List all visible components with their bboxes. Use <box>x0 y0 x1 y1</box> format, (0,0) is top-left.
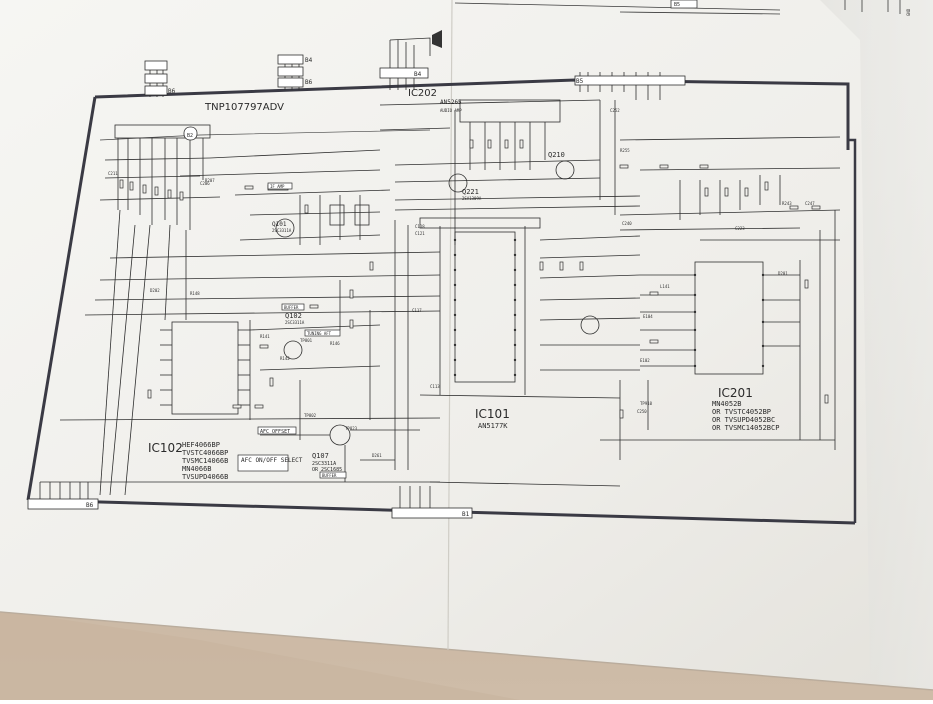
ref-c252: C252 <box>610 108 620 113</box>
ref-c121: C121 <box>415 231 425 236</box>
connector-b5-top: B5 <box>576 78 584 85</box>
tag-buffer-2: BUFFER <box>322 473 337 478</box>
ref-c118: C118 <box>415 224 425 229</box>
ref-c113: C113 <box>430 384 440 389</box>
ref-tp801: TP801 <box>300 338 313 343</box>
ic201-part-2: OR TVSTC4052BP <box>712 408 771 416</box>
board-frame-top <box>94 78 850 150</box>
tag-buffer: BUFFER <box>284 305 299 310</box>
ref-r146: R146 <box>330 341 340 346</box>
ref-r243: R243 <box>782 201 792 206</box>
ref-e104: E104 <box>643 314 653 319</box>
board-marker: B2 <box>187 133 193 139</box>
ref-d202: D202 <box>150 288 160 293</box>
q101-ref: Q101 <box>272 221 287 228</box>
q101-part: 2SC3311A <box>272 228 292 233</box>
connector-b4-speaker: B4 <box>414 71 422 78</box>
q102-ref: Q102 <box>285 312 302 320</box>
ref-r141: R141 <box>260 334 270 339</box>
ref-c206: C206 <box>200 181 210 186</box>
ref-r142: R142 <box>280 356 290 361</box>
ref-c247: C247 <box>805 201 815 206</box>
q107-part: 2SC3311A <box>312 461 336 467</box>
ref-c223: C223 <box>735 226 745 231</box>
ref-l141: L141 <box>660 284 670 289</box>
tag-tuning-aft: TUNING AFT <box>307 331 332 336</box>
ic201-part-4: OR TVSMC14052BCP <box>712 424 779 432</box>
ic102-ref: IC102 <box>148 441 183 455</box>
ref-tp910: TP910 <box>640 401 653 406</box>
ic102-part-4: MN4066B <box>182 465 212 473</box>
ic201-part-3: OR TVSUPD4052BC <box>712 416 775 424</box>
ic102-part-5: TVSUPD4066B <box>182 473 228 481</box>
passive-components <box>119 139 829 419</box>
connector-blocks <box>27 54 686 519</box>
ic102-part-2: TVSTC4066BP <box>182 449 228 457</box>
ref-c250: C250 <box>637 409 647 414</box>
tag-afc-offset: AFC OFFSET <box>260 429 290 435</box>
board-id: TNP107797ADV <box>204 102 284 113</box>
connector-b6-top-left: B6 <box>168 88 176 95</box>
ic201-ref: IC201 <box>718 386 753 400</box>
connector-b1-bottom: B1 <box>462 511 470 518</box>
ic102-part-1: HEF4066BP <box>182 441 220 449</box>
ref-r207: R207 <box>205 178 215 183</box>
q221-ref: Q221 <box>462 188 479 196</box>
ref-d261: D261 <box>372 453 382 458</box>
ic101-ref: IC101 <box>475 407 510 421</box>
ref-d201: D201 <box>778 271 788 276</box>
ref-r148: R148 <box>190 291 200 296</box>
connector-b6-bottom: B6 <box>86 502 94 509</box>
q210-ref: Q210 <box>548 151 565 159</box>
ic-pin-dots <box>453 238 765 377</box>
speaker-icon <box>432 30 442 48</box>
connector-b4-top: B4 <box>305 57 313 64</box>
tag-afc-on-off-select: AFC ON/OFF SELECT <box>241 457 303 464</box>
ref-r255: R255 <box>620 148 630 153</box>
ref-c240: C240 <box>622 221 632 226</box>
svg-text:GND: GND <box>906 8 911 16</box>
ref-e102: E102 <box>640 358 650 363</box>
ic201-part-1: MN4052B <box>712 400 742 408</box>
ic202-part: AN5265 <box>440 99 462 106</box>
tag-if-amp: IF AMP <box>270 184 285 189</box>
ic102-part-3: TVSMC14066B <box>182 457 228 465</box>
connector-b5-top-far: B5 <box>674 2 680 8</box>
connector-b6-top: B6 <box>305 79 313 86</box>
q221-part: 2SA1309A <box>462 196 482 201</box>
q107-ref: Q107 <box>312 452 329 460</box>
ic202-ref: IC202 <box>408 88 437 99</box>
board-frame-left <box>26 96 97 501</box>
q102-part: 2SC3311A <box>285 320 305 325</box>
ref-c211: C211 <box>108 171 118 176</box>
ref-tp823: TP823 <box>345 426 358 431</box>
ref-c117: C117 <box>412 308 422 313</box>
wiring <box>39 37 841 510</box>
ic202-sub: AUDIO AMP <box>440 108 462 113</box>
ic101-part: AN5177K <box>478 422 508 430</box>
q107-alt: OR 2SC1685 <box>312 467 342 473</box>
ref-tp802: TP802 <box>304 413 317 418</box>
